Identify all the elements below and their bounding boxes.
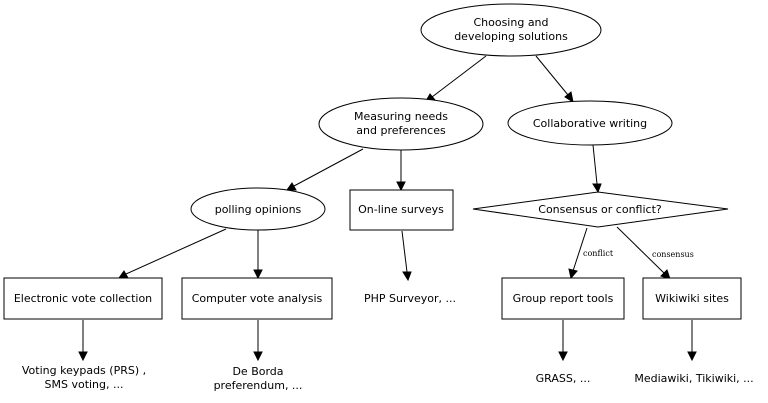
node-label: Group report tools <box>513 292 614 305</box>
arrowhead <box>402 271 412 282</box>
edges <box>78 55 697 362</box>
arrowhead <box>568 268 578 280</box>
edge-choosing-measuring <box>431 55 487 98</box>
edge-collab-consensus <box>592 144 598 185</box>
edge-consensus-wiki <box>616 226 665 274</box>
edge-choosing-collab <box>535 55 569 96</box>
arrowhead <box>253 351 263 362</box>
edge-consensus-group <box>572 227 588 272</box>
node-computer-vote[interactable]: Computer vote analysis <box>181 277 333 320</box>
arrowhead <box>564 91 574 104</box>
node-label: and preferences <box>356 124 446 137</box>
arrowhead <box>118 270 129 279</box>
arrowhead <box>253 269 263 280</box>
arrowhead <box>558 351 568 362</box>
node-label: Consensus or conflict? <box>538 203 662 216</box>
node-label: Wikiwiki sites <box>655 292 729 305</box>
node-label: developing solutions <box>454 30 568 43</box>
node-group-report[interactable]: Group report tools <box>501 277 625 320</box>
node-voting-keypads-line2: SMS voting, ... <box>45 378 124 391</box>
edge-online-php <box>401 230 408 273</box>
node-collab[interactable]: Collaborative writing <box>507 100 673 146</box>
edge-measuring-polling <box>293 148 364 187</box>
node-polling[interactable]: polling opinions <box>190 187 326 231</box>
node-de-borda-line2: preferendum, ... <box>214 379 303 392</box>
node-electronic-vote[interactable]: Electronic vote collection <box>3 277 163 320</box>
arrowhead <box>687 351 697 362</box>
arrowhead <box>78 351 88 362</box>
node-consensus-question[interactable]: Consensus or conflict? <box>472 191 729 228</box>
node-wikiwiki[interactable]: Wikiwiki sites <box>642 277 742 320</box>
node-online[interactable]: On-line surveys <box>349 189 454 231</box>
node-voting-keypads: Voting keypads (PRS) , <box>22 364 146 377</box>
node-label: On-line surveys <box>358 203 444 216</box>
node-mediawiki: Mediawiki, Tikiwiki, ... <box>634 372 753 385</box>
edge-polling-evote <box>125 228 227 275</box>
node-label: Choosing and <box>473 16 548 29</box>
node-choosing[interactable]: Choosing and developing solutions <box>420 3 602 57</box>
node-grass: GRASS, ... <box>536 372 591 385</box>
node-label: Measuring needs <box>354 110 448 123</box>
node-label: Collaborative writing <box>533 117 647 130</box>
edge-label-conflict: conflict <box>583 249 614 258</box>
node-label: polling opinions <box>215 203 302 216</box>
arrowhead <box>592 183 602 194</box>
arrowhead <box>396 181 406 192</box>
edge-label-consensus: consensus <box>652 250 694 259</box>
node-label: Electronic vote collection <box>14 292 152 305</box>
node-measuring[interactable]: Measuring needs and preferences <box>318 97 484 151</box>
arrowhead <box>286 182 297 191</box>
node-label: Computer vote analysis <box>192 292 323 305</box>
node-php-surveyor: PHP Surveyor, ... <box>364 292 456 305</box>
node-de-borda: De Borda <box>232 365 283 378</box>
